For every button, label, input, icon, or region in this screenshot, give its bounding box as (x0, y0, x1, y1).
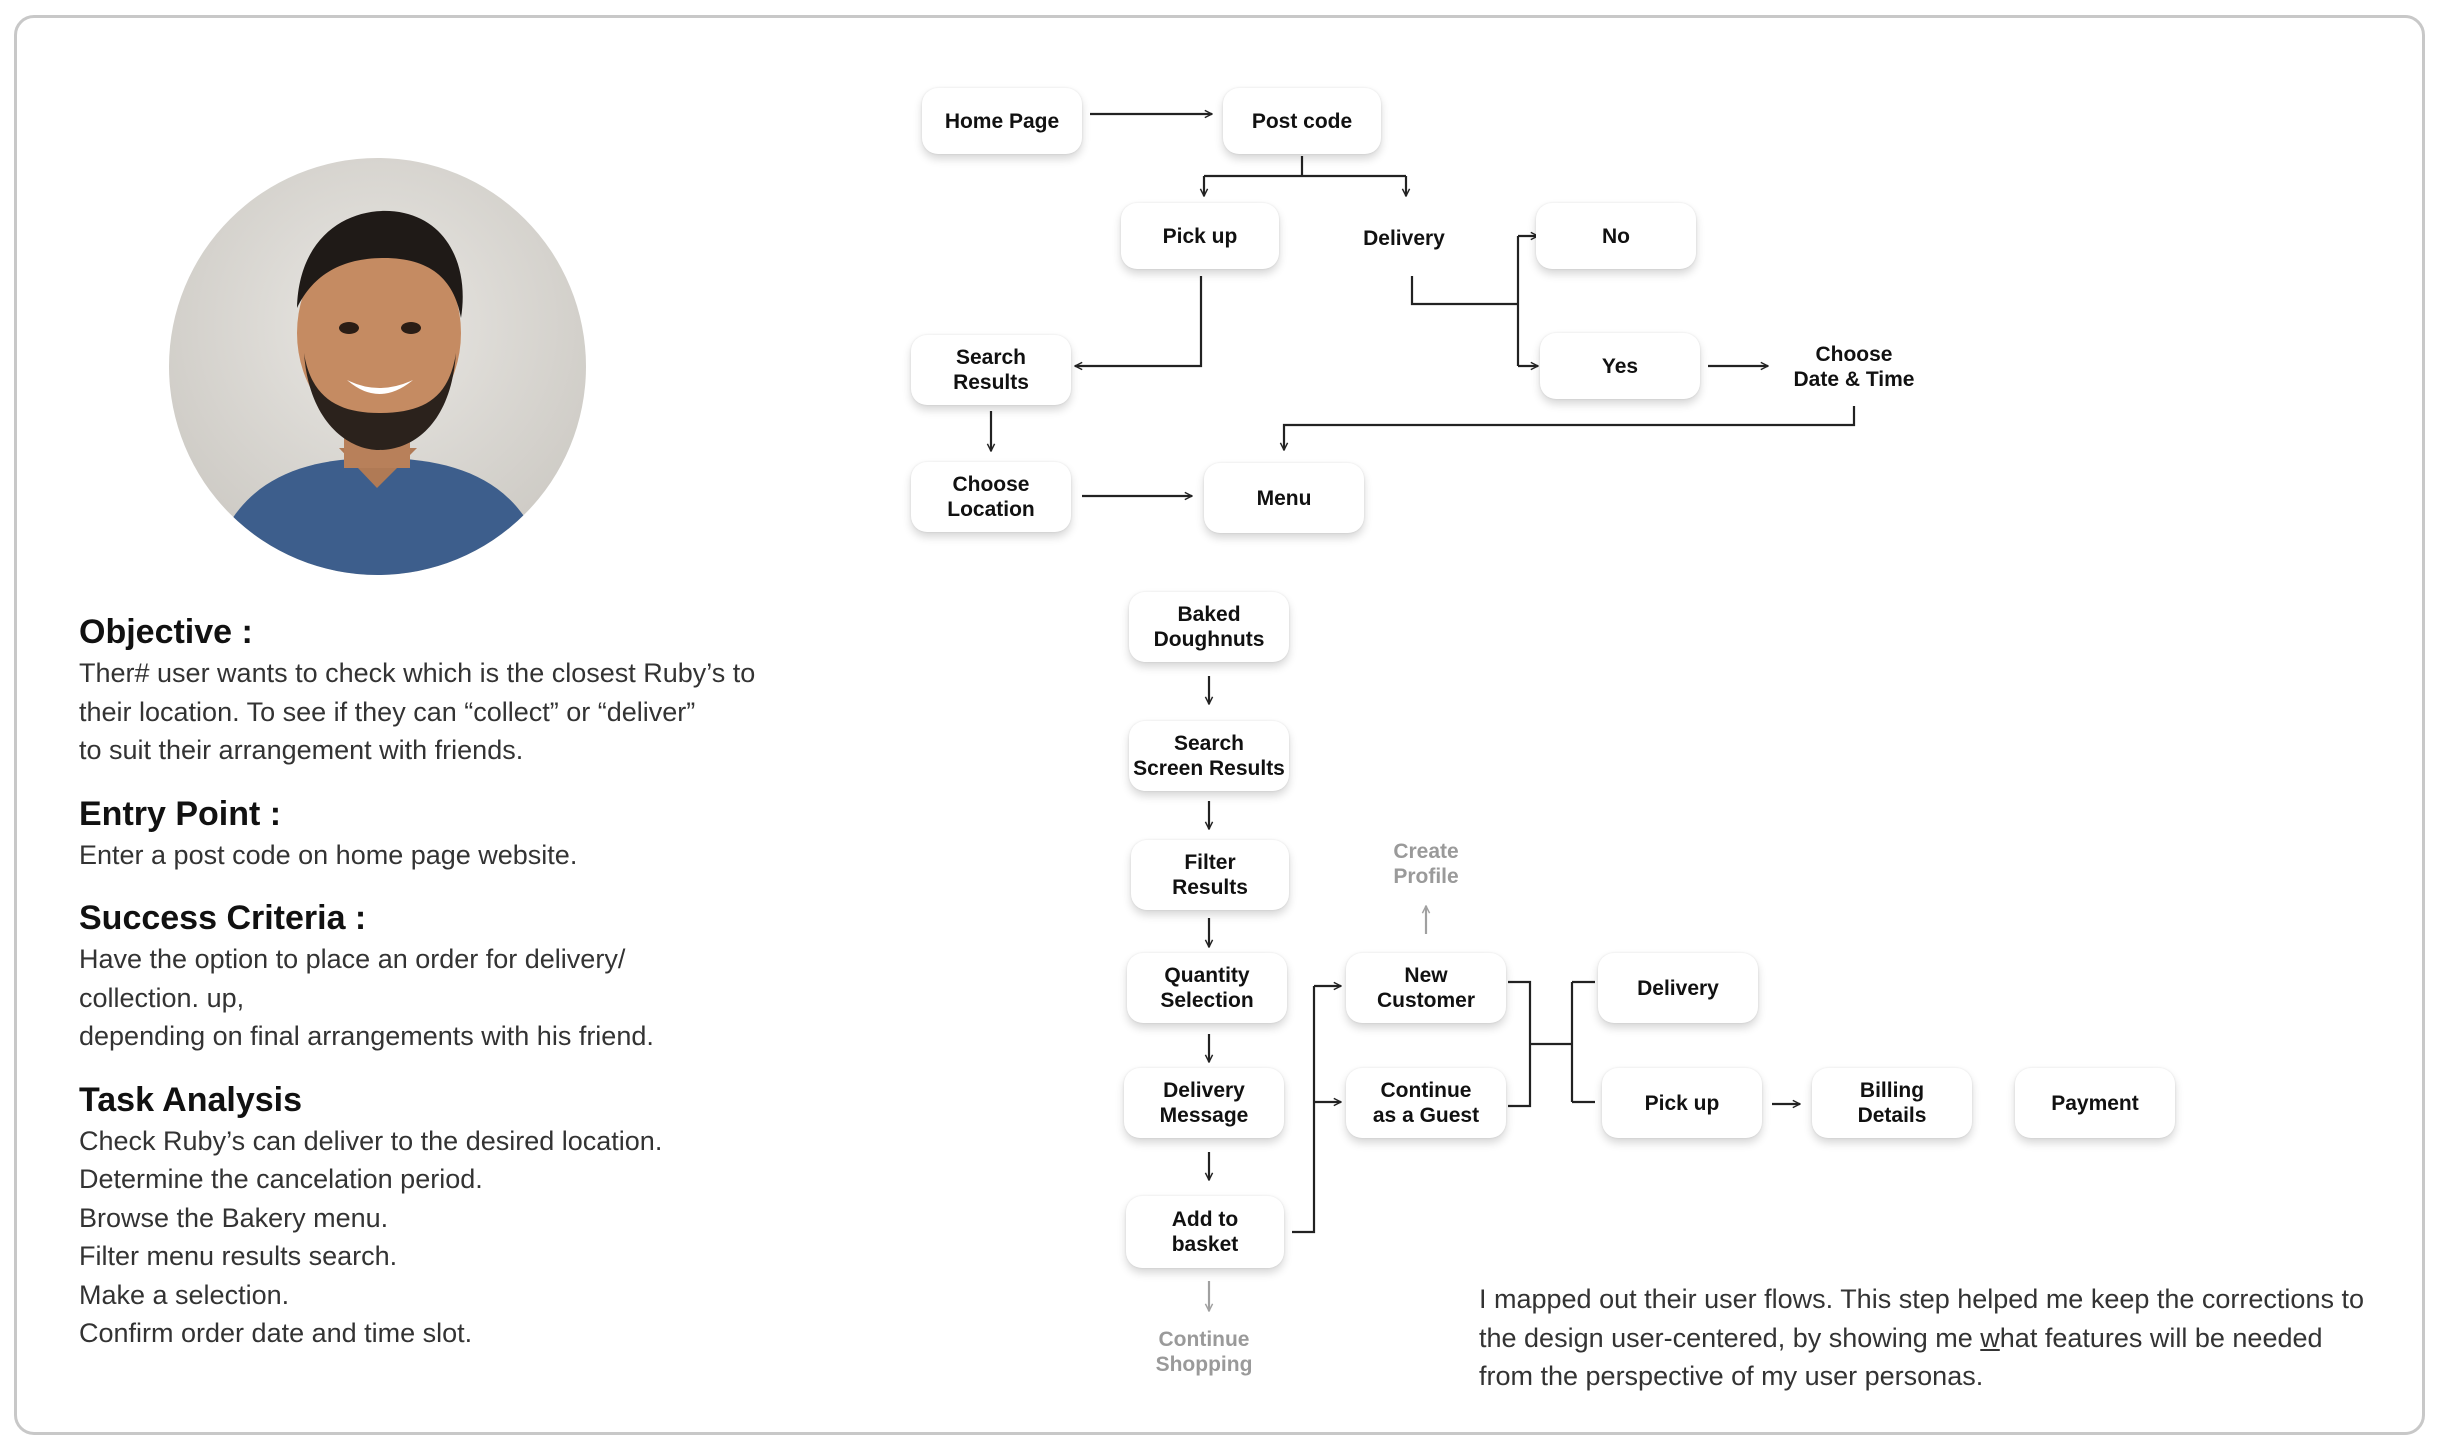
task-analysis-line: Filter menu results search. (79, 1241, 398, 1271)
flow-node-label: Choose Location (947, 473, 1035, 521)
flow-node-menu: Menu (1204, 463, 1364, 533)
flow-node-label: Search Screen Results (1133, 732, 1285, 780)
flow-node-yes: Yes (1540, 333, 1700, 399)
task-analysis-line: Check Ruby’s can deliver to the desired … (79, 1125, 663, 1156)
success-criteria-line: depending on final arrangements with his… (79, 1021, 654, 1051)
objective-line: their location. To see if they can “coll… (79, 696, 696, 727)
flow-node-search-results: Search Results (911, 335, 1071, 405)
content-frame (14, 15, 2425, 1435)
flow-node-label: Filter Results (1172, 851, 1248, 899)
flow-node-quantity-selection: Quantity Selection (1127, 953, 1287, 1023)
note-underlined-letter: w (1980, 1322, 2000, 1353)
flow-node-label: Home Page (944, 109, 1060, 133)
flow-node-label: Pick up (1644, 1091, 1720, 1115)
flow-node-label: Delivery Message (1159, 1079, 1249, 1127)
flow-node-choose-location: Choose Location (911, 462, 1071, 532)
persona-details: Objective : Ther# user wants to check wh… (79, 610, 879, 1375)
task-analysis-line: Browse the Bakery menu. (79, 1202, 389, 1233)
flow-node-continue-as-guest: Continue as a Guest (1346, 1068, 1506, 1138)
task-analysis-line: Confirm order date and time slot. (79, 1318, 473, 1348)
flow-node-label: Billing Details (1857, 1079, 1927, 1127)
flow-node-label: Create Profile (1393, 840, 1459, 888)
flow-node-home-page: Home Page (922, 88, 1082, 154)
flow-node-label: Continue as a Guest (1372, 1079, 1480, 1127)
flow-node-label: Quantity Selection (1160, 964, 1254, 1012)
note-text-end: hat features will be needed from the per… (1479, 1322, 2323, 1392)
success-criteria-line: collection. up, (79, 982, 245, 1013)
flow-node-search-screen-results: Search Screen Results (1129, 721, 1289, 791)
flow-label-continue-shopping: Continue Shopping (1124, 1322, 1284, 1382)
task-analysis-heading: Task Analysis (79, 1080, 303, 1119)
entry-point-section: Entry Point : Enter a post code on home … (79, 792, 879, 875)
flow-node-label: Add to basket (1171, 1208, 1239, 1256)
entry-point-heading: Entry Point : (79, 794, 282, 833)
task-analysis-section: Task Analysis Check Ruby’s can deliver t… (79, 1078, 879, 1353)
flow-node-new-customer: New Customer (1346, 953, 1506, 1023)
flow-node-no: No (1536, 203, 1696, 269)
objective-heading: Objective : (79, 613, 253, 651)
objective-line: to suit their arrangement with friends. (79, 735, 524, 765)
summary-note: I mapped out their user flows. This step… (1479, 1280, 2379, 1396)
success-criteria-heading: Success Criteria : (79, 899, 367, 937)
flow-node-payment: Payment (2015, 1068, 2175, 1138)
flow-node-label: Delivery (1637, 976, 1719, 1000)
note-text: I mapped out their user flows. This step… (1479, 1284, 2364, 1353)
flow-node-pick-up-bottom: Pick up (1602, 1068, 1762, 1138)
persona-photo (169, 158, 586, 575)
flow-node-delivery: Delivery (1598, 953, 1758, 1023)
success-criteria-section: Success Criteria : Have the option to pl… (79, 896, 879, 1056)
flow-node-label: Post code (1251, 109, 1353, 133)
flow-node-post-code: Post code (1223, 88, 1381, 154)
flow-node-delivery-message: Delivery Message (1124, 1068, 1284, 1138)
success-criteria-line: Have the option to place an order for de… (79, 944, 626, 974)
objective-section: Objective : Ther# user wants to check wh… (79, 610, 879, 770)
flow-node-label: New Customer (1376, 964, 1476, 1012)
flow-node-label: Baked Doughnuts (1153, 603, 1265, 651)
entry-point-line: Enter a post code on home page website. (79, 839, 578, 870)
flow-node-label: Choose Date & Time (1793, 343, 1915, 391)
flow-node-label: No (1602, 224, 1630, 248)
flow-label-choose-date-time: Choose Date & Time (1776, 338, 1932, 396)
flow-node-label: Payment (2051, 1091, 2139, 1115)
flow-node-label: Delivery (1363, 226, 1445, 250)
flow-node-pick-up: Pick up (1121, 203, 1279, 269)
flow-node-baked-doughnuts: Baked Doughnuts (1129, 592, 1289, 662)
flow-node-add-to-basket: Add to basket (1126, 1196, 1284, 1268)
flow-node-label: Yes (1601, 354, 1639, 378)
objective-line: Ther# user wants to check which is the c… (79, 658, 756, 688)
flow-node-filter-results: Filter Results (1131, 840, 1289, 910)
flow-label-delivery: Delivery (1342, 213, 1466, 263)
task-analysis-line: Make a selection. (79, 1279, 290, 1310)
flow-label-create-profile: Create Profile (1346, 834, 1506, 894)
task-analysis-line: Determine the cancelation period. (79, 1164, 483, 1194)
flow-node-label: Continue Shopping (1155, 1328, 1253, 1376)
flow-node-billing-details: Billing Details (1812, 1068, 1972, 1138)
flow-node-label: Pick up (1162, 224, 1238, 248)
flow-node-label: Menu (1256, 486, 1312, 510)
flow-node-label: Search Results (953, 346, 1029, 394)
